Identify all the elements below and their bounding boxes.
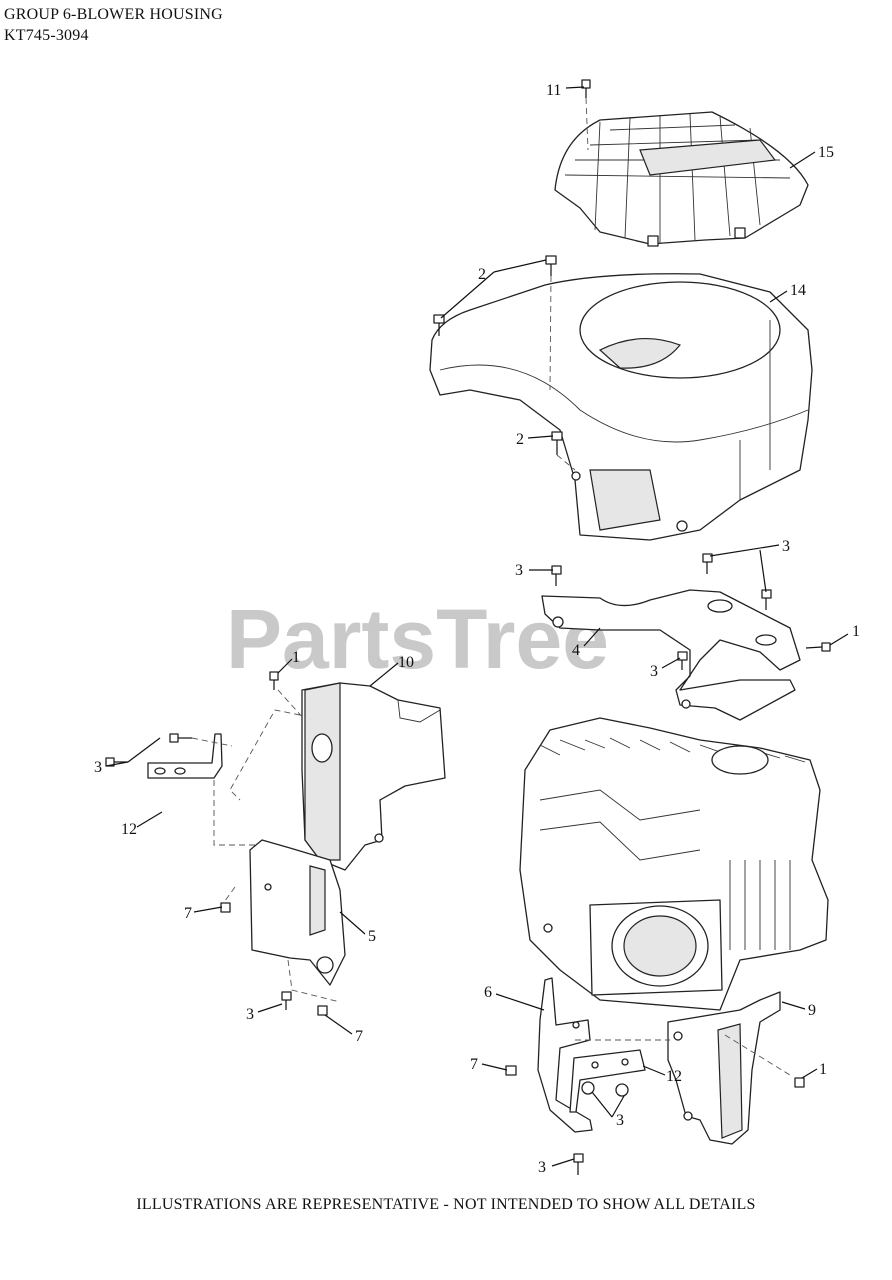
part-lower-shroud (220, 839, 346, 1016)
callout-3-g: 3 (538, 1159, 546, 1176)
part-bracket-left (105, 733, 260, 846)
callout-2-mid: 2 (516, 431, 524, 448)
callout-3-b: 3 (782, 538, 790, 555)
callout-3-a: 3 (515, 562, 523, 579)
part-bolt-2-mid (551, 431, 576, 471)
callout-10: 10 (398, 654, 414, 671)
callout-3-e: 3 (246, 1006, 254, 1023)
callout-2-top: 2 (478, 266, 486, 283)
callout-3-d: 3 (94, 759, 102, 776)
part-bolt-11 (581, 79, 591, 151)
part-blower-grill (554, 111, 809, 247)
callout-3-f: 3 (616, 1112, 624, 1129)
callout-5: 5 (368, 928, 376, 945)
part-engine-block (519, 717, 829, 1011)
callout-3-c: 3 (650, 663, 658, 680)
callout-7-a: 7 (184, 905, 192, 922)
callout-4: 4 (572, 642, 580, 659)
part-blower-housing (429, 273, 813, 541)
callout-labels: 11 15 2 14 2 3 3 1 4 3 1 10 3 12 7 5 3 7… (94, 82, 860, 1176)
part-baffle-plate (541, 589, 801, 721)
callout-7-b: 7 (355, 1028, 363, 1045)
callout-9: 9 (808, 1002, 816, 1019)
part-side-shroud (229, 671, 446, 871)
model-number: KT745-3094 (4, 27, 89, 44)
callout-6: 6 (484, 984, 492, 1001)
part-bracket-right (569, 1049, 646, 1113)
callout-11: 11 (546, 82, 561, 99)
page-title: GROUP 6-BLOWER HOUSING (4, 6, 223, 23)
disclaimer-footer: ILLUSTRATIONS ARE REPRESENTATIVE - NOT I… (136, 1196, 756, 1213)
leader-lines (105, 86, 849, 1167)
callout-14: 14 (790, 282, 806, 299)
part-lower-baffle-right (575, 991, 805, 1145)
callout-1-b: 1 (292, 649, 300, 666)
callout-1-a: 1 (852, 623, 860, 640)
callout-1-c: 1 (819, 1061, 827, 1078)
callout-15: 15 (818, 144, 834, 161)
callout-12-a: 12 (121, 821, 137, 838)
callout-7-c: 7 (470, 1056, 478, 1073)
callout-12-b: 12 (666, 1068, 682, 1085)
